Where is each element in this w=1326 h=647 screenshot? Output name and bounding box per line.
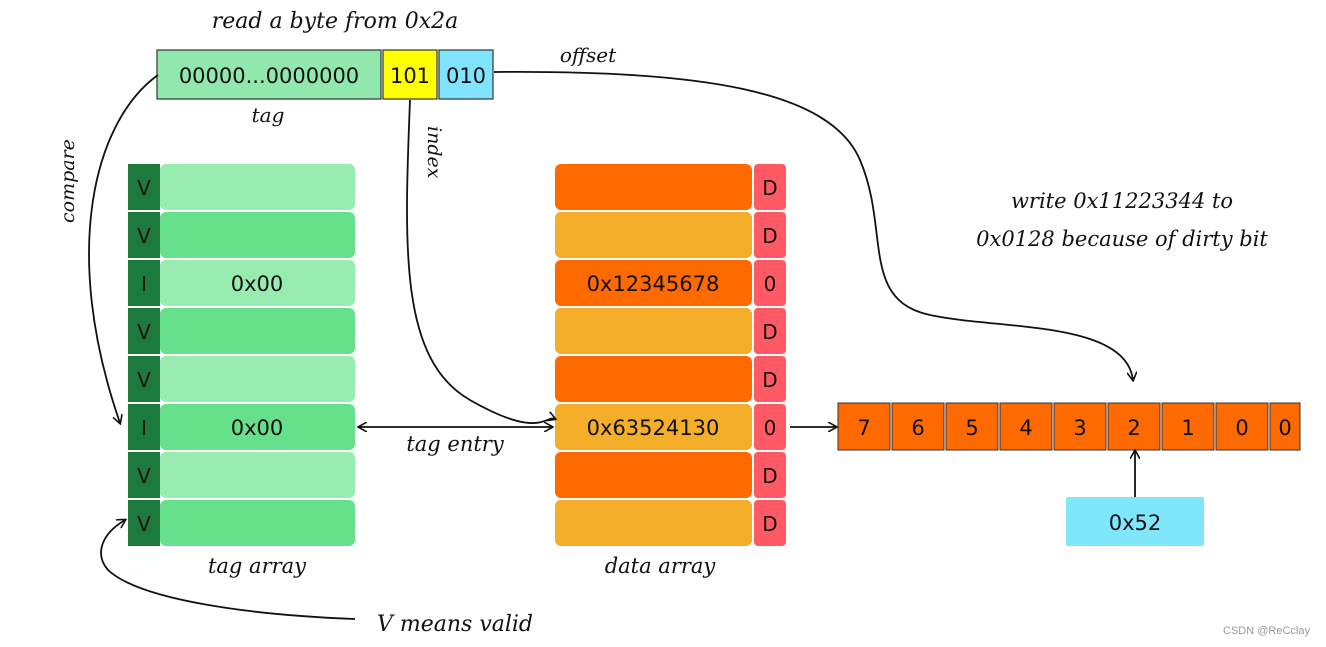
cache-line-bytes: 7 6 5 4 3 2 1 0 0 — [837, 402, 1301, 451]
data-line-cell — [555, 500, 752, 546]
byte-cell — [1161, 402, 1215, 451]
data-line-cell — [555, 164, 752, 210]
dirty-bit-cell — [754, 260, 786, 306]
valid-bit-text: V — [137, 176, 151, 200]
valid-bit-cell — [128, 404, 160, 450]
tag-entry-text: 0x00 — [231, 416, 284, 440]
data-array-label: data array — [605, 554, 717, 578]
dirty-bit-text: D — [762, 464, 777, 488]
byte-cell — [999, 402, 1053, 451]
diagram-title: read a byte from 0x2a — [212, 9, 458, 34]
tag-entry-text: 0x00 — [231, 272, 284, 296]
valid-bit-cell — [128, 452, 160, 498]
valid-bit-text: I — [141, 416, 147, 440]
byte-cell-text: 4 — [1019, 416, 1032, 440]
dirty-bit-cell — [754, 164, 786, 210]
tag-entry-cell — [160, 500, 355, 546]
data-line-cell — [555, 212, 752, 258]
watermark: CSDN @ReCclay — [1223, 625, 1310, 637]
valid-bit-cell — [128, 212, 160, 258]
data-line-cell — [555, 452, 752, 498]
write-note-line-2: 0x0128 because of dirty bit — [976, 227, 1268, 251]
byte-cell-text: 2 — [1127, 416, 1140, 440]
dirty-bit-cell — [754, 212, 786, 258]
dirty-bit-cell — [754, 404, 786, 450]
tag-entry-cell — [160, 164, 355, 210]
dirty-bit-text: D — [762, 320, 777, 344]
valid-bit-cell — [128, 164, 160, 210]
tag-field-text: 00000...0000000 — [179, 64, 359, 88]
valid-bit-text: V — [137, 464, 151, 488]
offset-field-text: 010 — [446, 64, 486, 88]
valid-bit-cell — [128, 500, 160, 546]
data-line-text: 0x12345678 — [587, 272, 720, 296]
data-line-cell — [555, 308, 752, 354]
dirty-bit-text: D — [762, 224, 777, 248]
tag-entry-cell — [160, 452, 355, 498]
offset-label: offset — [560, 43, 617, 67]
tag-field — [156, 49, 382, 100]
write-value-text: 0x52 — [1109, 511, 1162, 535]
valid-bit-text: V — [137, 224, 151, 248]
data-line-cell — [555, 404, 752, 450]
dirty-bit-cell — [754, 356, 786, 402]
tag-entry-label: tag entry — [406, 432, 505, 456]
address-bar: 00000...0000000 101 010 — [156, 49, 494, 100]
index-field — [382, 49, 438, 100]
byte-cell — [945, 402, 999, 451]
byte-cell — [891, 402, 945, 451]
byte-cell — [837, 402, 891, 451]
byte-cell-text: 6 — [911, 416, 924, 440]
valid-bit-text: V — [137, 320, 151, 344]
byte-cell — [1215, 402, 1269, 451]
dirty-bit-text: 0 — [764, 416, 777, 440]
dirty-bit-text: 0 — [764, 272, 777, 296]
byte-cell-text: 3 — [1073, 416, 1086, 440]
valid-bit-cell — [128, 260, 160, 306]
tag-entry-cell — [160, 308, 355, 354]
compare-arrow — [88, 74, 159, 423]
valid-bit-text: V — [137, 368, 151, 392]
dirty-bit-text: D — [762, 512, 777, 536]
valid-legend-arrow — [100, 520, 356, 620]
valid-bit-cell — [128, 308, 160, 354]
dirty-bit-cell — [754, 452, 786, 498]
tag-label: tag — [252, 103, 285, 127]
legend-note: V means valid — [377, 612, 533, 637]
byte-cell-text: 1 — [1181, 416, 1194, 440]
valid-bit-cell — [128, 356, 160, 402]
dirty-bit-text: D — [762, 176, 777, 200]
byte-cell — [1107, 402, 1161, 451]
valid-bit-text: I — [141, 272, 147, 296]
offset-field — [438, 49, 494, 100]
index-label: index — [423, 126, 445, 179]
write-note-line-1: write 0x11223344 to — [1011, 189, 1233, 213]
byte-cell — [1053, 402, 1107, 451]
dirty-bit-cell — [754, 500, 786, 546]
data-line-text: 0x63524130 — [587, 416, 720, 440]
tag-entry-cell — [160, 356, 355, 402]
dirty-bit-cell — [754, 308, 786, 354]
valid-bit-text: V — [137, 512, 151, 536]
byte-cell-text: 7 — [857, 416, 870, 440]
byte-cell-text: 0 — [1278, 416, 1291, 440]
write-value-box — [1066, 497, 1204, 546]
index-field-text: 101 — [390, 64, 430, 88]
data-line-cell — [555, 260, 752, 306]
offset-arrow — [493, 70, 1133, 380]
byte-cell-text: 0 — [1235, 416, 1248, 440]
data-line-cell — [555, 356, 752, 402]
tag-entry-cell — [160, 212, 355, 258]
byte-cell-text: 5 — [965, 416, 978, 440]
tag-entry-cell — [160, 260, 355, 306]
tag-array-label: tag array — [208, 554, 307, 578]
compare-label: compare — [57, 139, 79, 223]
tag-entry-cell — [160, 404, 355, 450]
byte-cell — [1269, 402, 1301, 451]
dirty-bit-text: D — [762, 368, 777, 392]
